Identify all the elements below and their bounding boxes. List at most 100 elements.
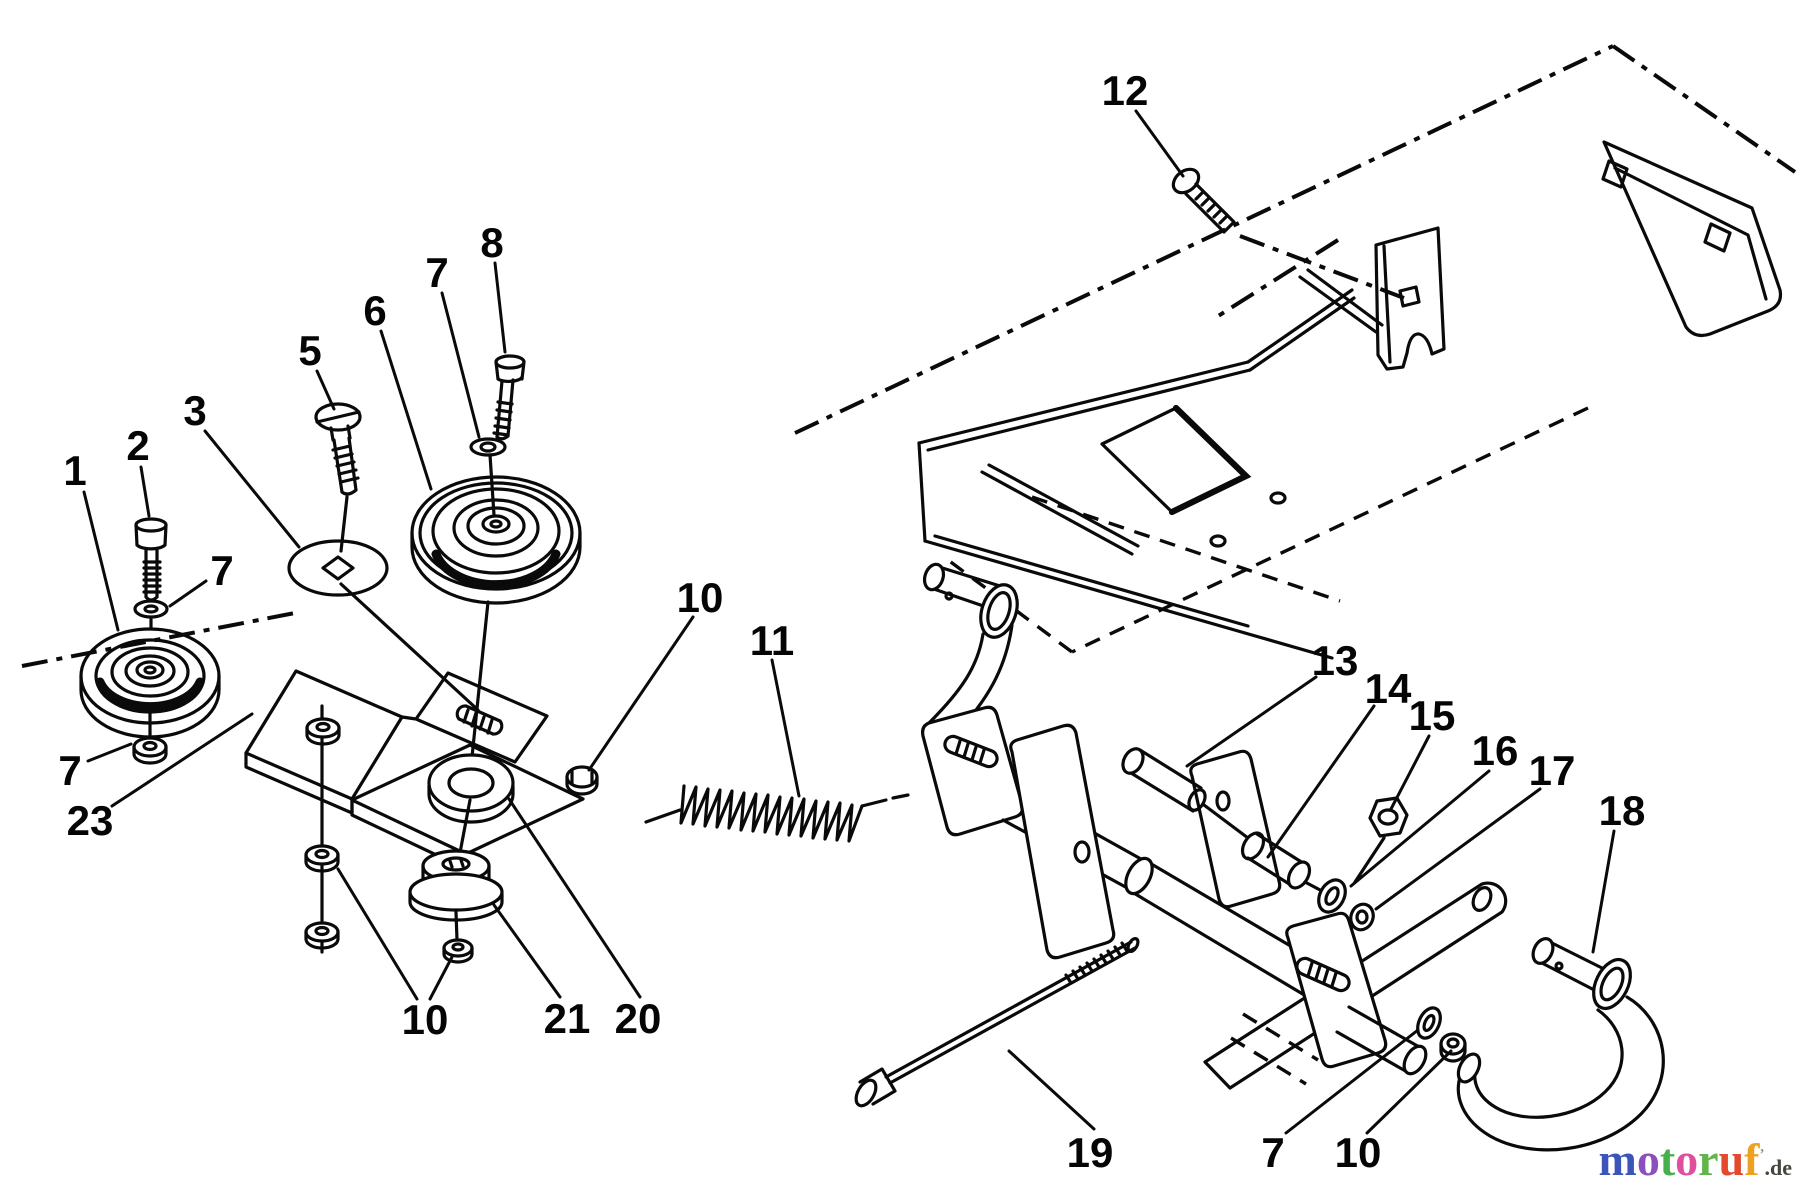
deck-phantom-right [1611, 44, 1797, 174]
hex-nut-15 [1353, 796, 1409, 884]
spacer-14 [1240, 831, 1324, 893]
nut-7-left [132, 736, 168, 765]
pivot-washer-20 [427, 753, 515, 824]
leader-part-10 [1365, 1049, 1453, 1135]
logo-letter-m: m [1598, 1134, 1637, 1185]
carriage-bolt-5 [314, 402, 362, 496]
callout-label-7-7: 7 [210, 547, 233, 594]
washer-7-left [133, 599, 169, 630]
leader-lines [82, 109, 1616, 1135]
left-crank-handle [921, 562, 1025, 837]
logo-letter-f: f [1744, 1134, 1760, 1185]
callout-label-3-2: 3 [183, 387, 206, 434]
callout-label-10-24: 10 [1335, 1129, 1382, 1176]
axis-pulley6 [470, 600, 490, 759]
deck-phantom-top [794, 44, 1614, 435]
hex-bolt-19 [854, 937, 1140, 1108]
leader-part-7 [86, 742, 133, 763]
deck-centerline [1213, 238, 1340, 320]
motoruf-logo-text: motoruf [1599, 1134, 1760, 1185]
leader-part-3 [203, 429, 301, 549]
deck-hidden-front [1071, 406, 1589, 654]
leader-part-1 [82, 490, 120, 632]
callout-label-7-5: 7 [425, 249, 448, 296]
leader-part-7 [168, 579, 208, 608]
leader-part-7 [1284, 1028, 1420, 1135]
leader-part-10 [587, 615, 695, 772]
callout-label-8-6: 8 [480, 219, 503, 266]
callout-label-1-0: 1 [63, 447, 86, 494]
stub-shaft [1230, 1005, 1428, 1086]
callout-label-7-23: 7 [1261, 1129, 1284, 1176]
callout-label-15-15: 15 [1409, 692, 1456, 739]
callout-label-17-17: 17 [1529, 747, 1576, 794]
leader-part-13 [1185, 675, 1318, 768]
bracket-studs-nuts-10 [304, 704, 341, 954]
axis-washer3 [339, 582, 480, 712]
callout-label-10-19: 10 [402, 996, 449, 1043]
carriage-bolt-12 [1171, 167, 1236, 234]
logo-letter-o: o [1675, 1134, 1699, 1185]
callout-label-21-20: 21 [544, 995, 591, 1042]
plate-a-hole [1073, 840, 1091, 864]
leader-part-18 [1591, 829, 1616, 954]
leader-part-7 [440, 291, 481, 439]
clevis-pin-13 [1121, 747, 1250, 840]
leader-part-15 [1389, 734, 1431, 811]
leader-part-2 [139, 465, 151, 518]
callout-label-10-10: 10 [677, 574, 724, 621]
hex-bolt-2 [134, 517, 168, 602]
lift-shaft-assembly [854, 562, 1665, 1152]
support-channel [1601, 140, 1783, 338]
leader-part-10 [336, 867, 419, 1001]
logo-letter-u: u [1718, 1134, 1745, 1185]
right-crank-handle-18 [1456, 937, 1665, 1152]
callout-label-23-9: 23 [67, 797, 114, 844]
spring-11 [644, 784, 910, 843]
deck-panel [794, 44, 1797, 660]
deck-hidden-edge [1031, 495, 1341, 603]
lock-nut-17 [1349, 902, 1375, 932]
plate-b-hole [1215, 790, 1231, 812]
watermark-motoruf: motoruf’.de [1599, 1137, 1793, 1183]
washer-7-top [469, 437, 507, 457]
callout-label-6-4: 6 [363, 287, 386, 334]
leader-part-8 [493, 261, 507, 354]
leader-part-17 [1374, 787, 1542, 911]
idler-assembly [21, 354, 599, 964]
leader-part-14 [1266, 704, 1376, 859]
callout-label-7-8: 7 [58, 747, 81, 794]
washer-16 [1317, 878, 1347, 914]
hex-bolt-8 [488, 354, 526, 517]
callout-label-12-12: 12 [1102, 67, 1149, 114]
callout-label-14-14: 14 [1365, 665, 1412, 712]
logo-letter-t: t [1659, 1134, 1676, 1185]
idler-bracket-23 [244, 669, 585, 871]
leader-part-10 [428, 955, 454, 1001]
callout-label-13-13: 13 [1312, 637, 1359, 684]
callout-label-16-16: 16 [1472, 727, 1519, 774]
lift-arm-plate-c [1285, 911, 1388, 1069]
leader-part-21 [492, 903, 562, 999]
pivot-sleeve [1124, 856, 1335, 1001]
motoruf-logo-accent: ’ [1759, 1146, 1765, 1163]
flat-washer-3 [287, 539, 389, 597]
logo-letter-r: r [1698, 1134, 1719, 1185]
phantom-line-left [21, 610, 301, 668]
bolt12-axis [1239, 234, 1405, 300]
lift-arm-plate-a [1009, 723, 1116, 960]
callout-label-5-3: 5 [298, 327, 321, 374]
leader-part-19 [1007, 1049, 1096, 1131]
callout-label-19-22: 19 [1067, 1129, 1114, 1176]
leader-part-23 [110, 712, 254, 808]
motoruf-logo-suffix: .de [1764, 1155, 1793, 1180]
idler-pulley-6 [410, 475, 582, 605]
leader-part-11 [770, 658, 801, 798]
deck-rear-edge [1298, 268, 1384, 334]
spacer-21 [408, 798, 504, 942]
leader-part-16 [1349, 769, 1491, 888]
nut-10-right [1439, 1032, 1467, 1063]
